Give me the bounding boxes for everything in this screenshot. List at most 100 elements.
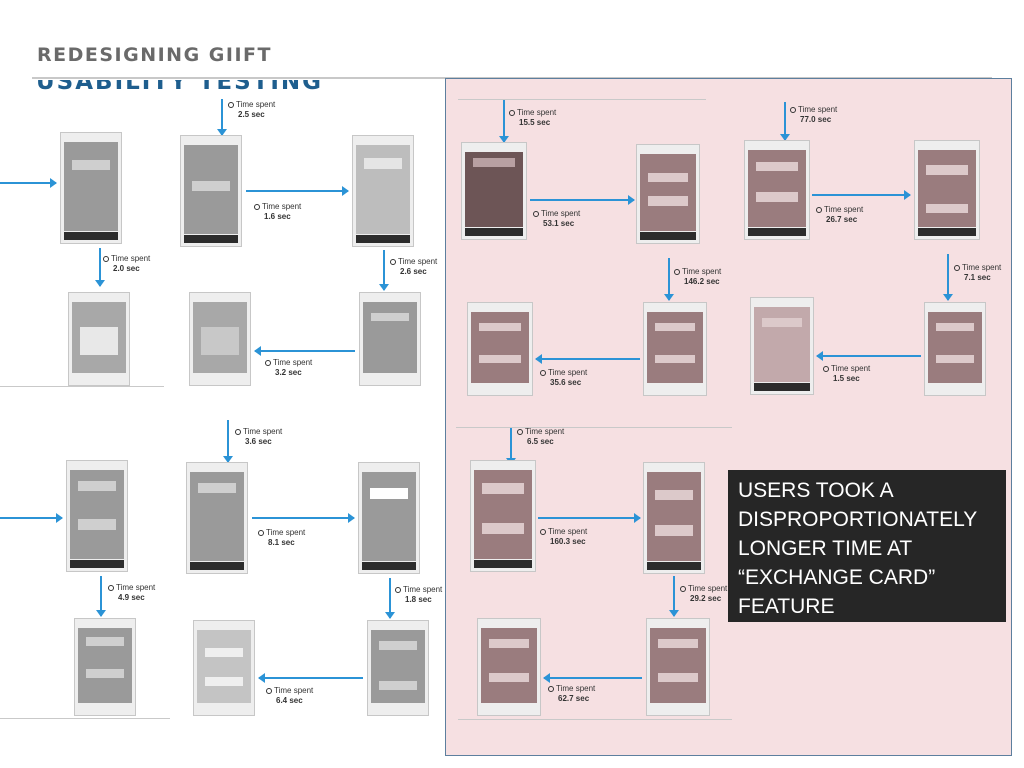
row-divider bbox=[458, 719, 732, 720]
page-title: REDESIGNING GIIFT bbox=[37, 44, 272, 66]
phone-mockup bbox=[744, 140, 810, 240]
insight-callout: USERS TOOK A DISPROPORTIONATELY LONGER T… bbox=[728, 470, 1006, 622]
flow-arrow bbox=[252, 513, 355, 523]
phone-mockup bbox=[60, 132, 122, 244]
phone-mockup bbox=[636, 144, 700, 244]
phone-mockup bbox=[750, 297, 814, 395]
clock-icon bbox=[548, 686, 554, 692]
flow-arrow bbox=[385, 578, 395, 619]
clock-icon bbox=[540, 529, 546, 535]
clock-icon bbox=[509, 110, 515, 116]
flow-arrow bbox=[780, 102, 790, 141]
clock-icon bbox=[265, 360, 271, 366]
flow-arrow bbox=[217, 99, 227, 136]
flow-arrow bbox=[506, 428, 516, 465]
row-divider bbox=[0, 718, 170, 719]
flow-arrow bbox=[379, 250, 389, 291]
phone-mockup bbox=[477, 618, 541, 716]
phone-mockup bbox=[66, 460, 128, 572]
phone-mockup bbox=[180, 135, 242, 247]
phone-mockup bbox=[924, 302, 986, 396]
clock-icon bbox=[266, 688, 272, 694]
flow-arrow bbox=[96, 576, 106, 617]
flow-arrow bbox=[538, 513, 641, 523]
clock-icon bbox=[790, 107, 796, 113]
clock-icon bbox=[674, 269, 680, 275]
flow-arrow bbox=[543, 673, 642, 683]
clock-icon bbox=[823, 366, 829, 372]
flow-arrow bbox=[812, 190, 911, 200]
phone-mockup bbox=[189, 292, 251, 386]
flow-arrow bbox=[254, 346, 355, 356]
clock-icon bbox=[517, 429, 523, 435]
flow-arrow bbox=[223, 420, 233, 463]
callout-text: USERS TOOK A DISPROPORTIONATELY LONGER T… bbox=[738, 479, 977, 618]
row-divider bbox=[0, 386, 164, 387]
clock-icon bbox=[103, 256, 109, 262]
clock-icon bbox=[235, 429, 241, 435]
flow-arrow bbox=[0, 513, 63, 523]
flow-arrow bbox=[816, 351, 921, 361]
phone-mockup bbox=[643, 302, 707, 396]
clock-icon bbox=[680, 586, 686, 592]
clock-icon bbox=[258, 530, 264, 536]
phone-mockup bbox=[367, 620, 429, 716]
flow-arrow bbox=[669, 576, 679, 617]
clock-icon bbox=[540, 370, 546, 376]
clock-icon bbox=[533, 211, 539, 217]
phone-mockup bbox=[359, 292, 421, 386]
phone-mockup bbox=[186, 462, 248, 574]
clock-icon bbox=[390, 259, 396, 265]
flow-arrow bbox=[664, 258, 674, 301]
flow-arrow bbox=[535, 354, 640, 364]
section-heading: USABILITY TESTING bbox=[36, 80, 326, 92]
phone-mockup bbox=[467, 302, 533, 396]
clock-icon bbox=[954, 265, 960, 271]
phone-mockup bbox=[68, 292, 130, 386]
clock-icon bbox=[108, 585, 114, 591]
clock-icon bbox=[254, 204, 260, 210]
flow-arrow bbox=[246, 186, 349, 196]
phone-mockup bbox=[470, 460, 536, 572]
flow-arrow bbox=[95, 248, 105, 287]
phone-mockup bbox=[74, 618, 136, 716]
phone-mockup bbox=[643, 462, 705, 574]
phone-mockup bbox=[193, 620, 255, 716]
section-heading-text: USABILITY TESTING bbox=[36, 80, 323, 92]
phone-mockup bbox=[914, 140, 980, 240]
flow-arrow bbox=[499, 100, 509, 143]
row-divider bbox=[458, 99, 706, 100]
flow-arrow bbox=[258, 673, 363, 683]
row-divider bbox=[456, 427, 732, 428]
clock-icon bbox=[816, 207, 822, 213]
flow-arrow bbox=[943, 254, 953, 301]
phone-mockup bbox=[358, 462, 420, 574]
clock-icon bbox=[395, 587, 401, 593]
phone-mockup bbox=[352, 135, 414, 247]
clock-icon bbox=[228, 102, 234, 108]
flow-arrow bbox=[530, 195, 635, 205]
flow-arrow bbox=[0, 178, 57, 188]
